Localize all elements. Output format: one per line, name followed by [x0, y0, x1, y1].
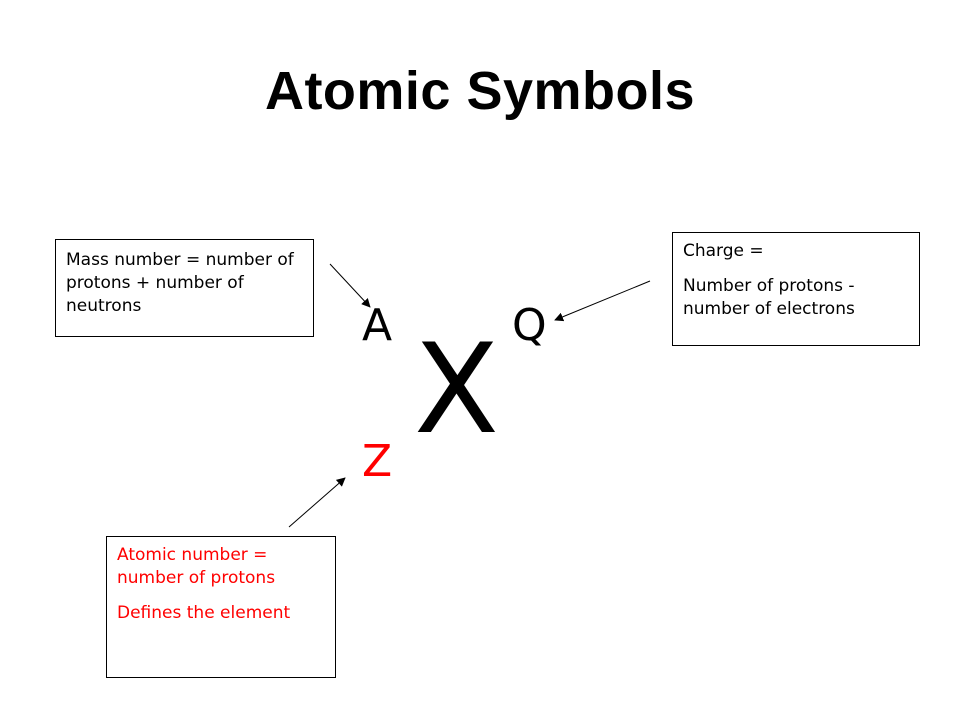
mass-number-box: Mass number = number of protons + number…	[55, 239, 314, 337]
charge-definition-text: Number of protons - number of electrons	[683, 276, 855, 319]
atomic-number-box: Atomic number = number of protons Define…	[106, 536, 336, 678]
charge-arrow	[554, 280, 651, 322]
charge-box: Charge = Number of protons - number of e…	[672, 232, 920, 346]
mass-arrow	[329, 263, 371, 308]
charge-heading-text: Charge =	[683, 241, 764, 261]
atomic-number-symbol: Z	[362, 436, 393, 487]
slide-title: Atomic Symbols	[264, 61, 696, 121]
atomic-arrow	[288, 477, 346, 528]
atomic-number-text: Atomic number = number of protons	[117, 545, 276, 588]
charge-symbol: Q	[512, 300, 547, 351]
defines-element-text: Defines the element	[117, 603, 291, 623]
mass-number-text: Mass number = number of protons + number…	[66, 250, 294, 316]
element-symbol: X	[414, 318, 499, 462]
mass-number-symbol: A	[362, 300, 393, 351]
